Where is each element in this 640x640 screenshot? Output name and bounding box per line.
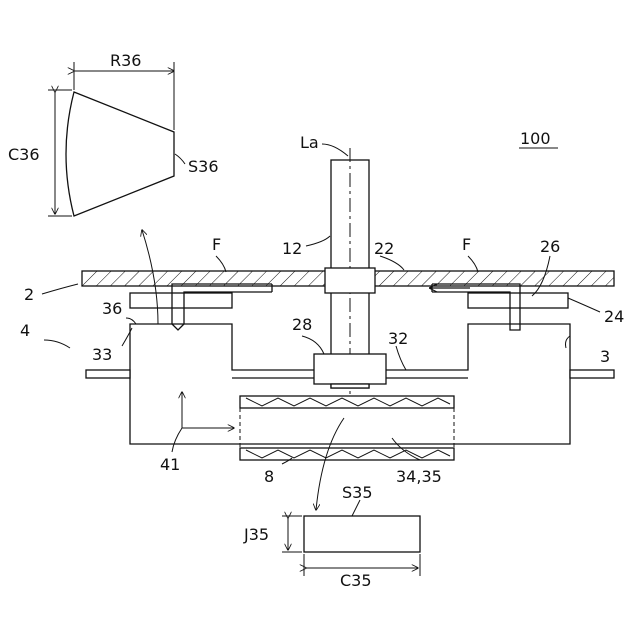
label-24: 24 xyxy=(604,307,624,326)
label-c36: C36 xyxy=(8,145,40,164)
leader-la xyxy=(322,144,348,156)
label-j35: J35 xyxy=(243,525,269,544)
axes-41 xyxy=(172,392,234,452)
label-3: 3 xyxy=(600,347,610,366)
label-33: 33 xyxy=(92,345,112,364)
label-22: 22 xyxy=(374,239,394,258)
label-36: 36 xyxy=(102,299,122,318)
leader-lines xyxy=(42,236,600,464)
label-c35: C35 xyxy=(340,571,372,590)
label-la: La xyxy=(300,133,319,152)
label-26: 26 xyxy=(540,237,560,256)
label-28: 28 xyxy=(292,315,312,334)
label-12: 12 xyxy=(282,239,302,258)
part-36-detail xyxy=(48,62,185,216)
label-32: 32 xyxy=(388,329,408,348)
label-s35: S35 xyxy=(342,483,373,502)
label-f-right: F xyxy=(462,235,471,254)
coil-8 xyxy=(240,448,454,460)
label-f-left: F xyxy=(212,235,221,254)
flow-arrow-down xyxy=(316,418,344,510)
label-41: 41 xyxy=(160,455,180,474)
label-34-35: 34,35 xyxy=(396,467,442,486)
label-100: 100 xyxy=(520,129,551,148)
label-r36: R36 xyxy=(110,51,141,70)
coil-34-35 xyxy=(240,396,454,448)
label-s36: S36 xyxy=(188,157,219,176)
section-s35 xyxy=(282,500,420,576)
label-2: 2 xyxy=(24,285,34,304)
bearing-22 xyxy=(325,268,375,293)
label-8: 8 xyxy=(264,467,274,486)
label-4: 4 xyxy=(20,321,30,340)
